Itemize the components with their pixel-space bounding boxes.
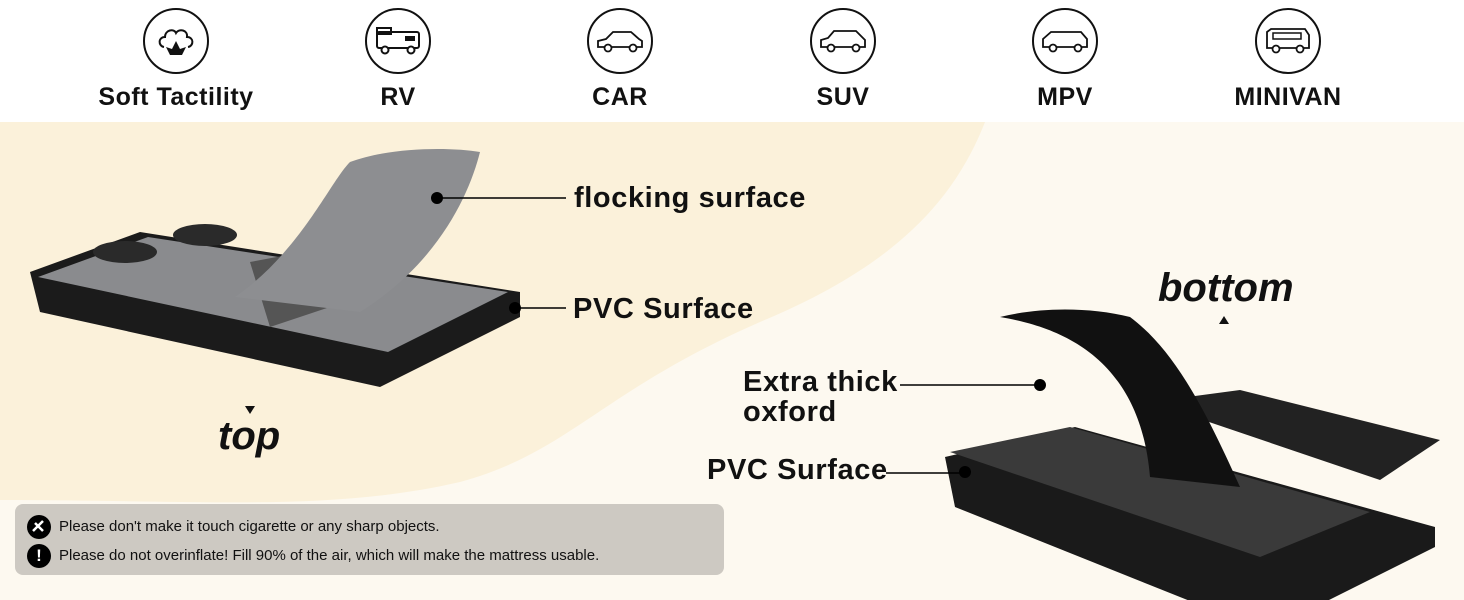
no-sharp-objects-icon <box>27 514 51 539</box>
bottom-pvc-surface-label: PVC Surface <box>707 454 888 486</box>
bottom-arrow-icon <box>1219 316 1229 324</box>
feature-mpv: MPV <box>955 8 1175 112</box>
warning-row: ! Please do not overinflate! Fill 90% of… <box>27 541 724 570</box>
mpv-icon <box>1032 8 1098 74</box>
cotton-icon <box>143 8 209 74</box>
rv-icon <box>365 8 431 74</box>
top-arrow-icon <box>245 406 255 414</box>
feature-rv: RV <box>288 8 508 112</box>
feature-suv: SUV <box>733 8 953 112</box>
car-icon <box>587 8 653 74</box>
feature-minivan: MINIVAN <box>1178 8 1398 112</box>
flocking-surface-label: flocking surface <box>574 182 806 214</box>
warning-text: Please don't make it touch cigarette or … <box>59 518 440 535</box>
warning-box: Please don't make it touch cigarette or … <box>15 504 724 575</box>
suv-icon <box>810 8 876 74</box>
feature-bar: Soft Tactility RV CAR SUV MPV MINIVAN <box>0 0 1464 122</box>
oxford-label: oxford <box>743 396 837 428</box>
minivan-icon <box>1255 8 1321 74</box>
top-pvc-surface-label: PVC Surface <box>573 293 754 325</box>
extra-thick-label: Extra thick <box>743 366 898 398</box>
bottom-mattress-image <box>886 309 1440 600</box>
warning-row: Please don't make it touch cigarette or … <box>27 512 724 541</box>
warning-text: Please do not overinflate! Fill 90% of t… <box>59 547 600 564</box>
feature-soft-tactility: Soft Tactility <box>66 8 286 112</box>
top-mattress-image <box>30 149 566 387</box>
top-title: top <box>218 414 281 458</box>
bottom-title: bottom <box>1158 266 1294 310</box>
exclamation-icon: ! <box>27 543 51 568</box>
feature-car: CAR <box>510 8 730 112</box>
